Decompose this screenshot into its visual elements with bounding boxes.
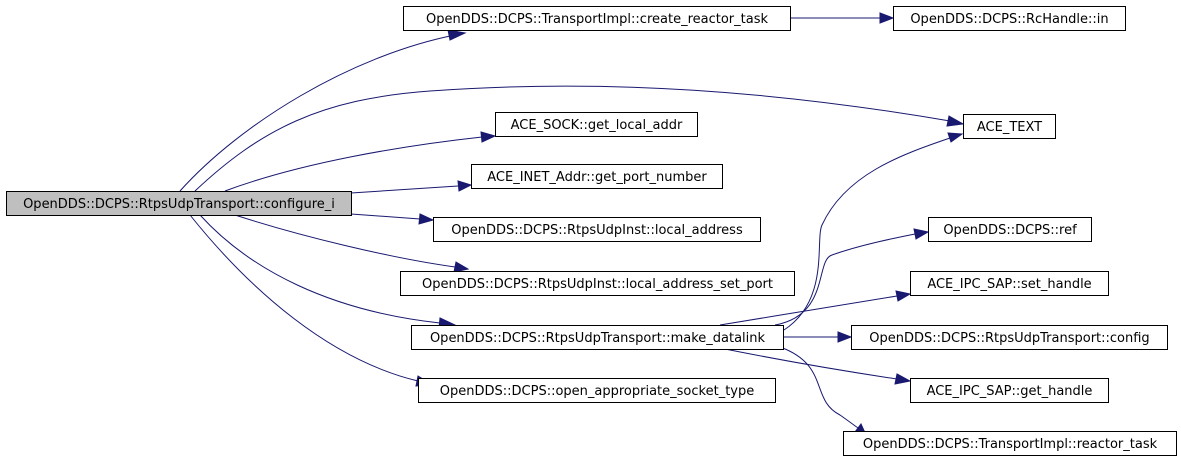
edge-arrowhead bbox=[418, 213, 435, 225]
edge-line bbox=[199, 214, 441, 324]
edge-configure_i-to-local_address bbox=[350, 213, 435, 225]
node-label: ACE_IPC_SAP::set_handle bbox=[927, 277, 1091, 292]
edge-arrowhead bbox=[879, 12, 895, 24]
edge-configure_i-to-ace_text bbox=[194, 85, 965, 192]
node-get-port-number[interactable]: ACE_INET_Addr::get_port_number bbox=[471, 164, 723, 189]
node-box[interactable] bbox=[963, 114, 1056, 139]
node-label: ACE_SOCK::get_local_addr bbox=[511, 118, 683, 133]
edge-arrowhead bbox=[913, 228, 930, 240]
node-create-reactor-task[interactable]: OpenDDS::DCPS::TransportImpl::create_rea… bbox=[403, 6, 791, 31]
node-make-datalink[interactable]: OpenDDS::DCPS::RtpsUdpTransport::make_da… bbox=[411, 325, 784, 350]
node-box[interactable] bbox=[400, 271, 795, 296]
edge-line bbox=[224, 136, 483, 192]
edge-arrowhead bbox=[457, 180, 473, 192]
node-ace-text[interactable]: ACE_TEXT bbox=[963, 114, 1056, 139]
node-box[interactable] bbox=[910, 271, 1109, 296]
node-local-address-set-port[interactable]: OpenDDS::DCPS::RtpsUdpInst::local_addres… bbox=[400, 271, 795, 296]
edge-arrowhead bbox=[946, 115, 965, 127]
node-box[interactable] bbox=[843, 431, 1177, 456]
edge-arrowhead bbox=[447, 29, 467, 41]
edge-arrowhead bbox=[894, 373, 912, 385]
call-graph-nodes: OpenDDS::DCPS::RtpsUdpTransport::configu… bbox=[6, 6, 1177, 456]
node-box[interactable] bbox=[403, 6, 791, 31]
edge-arrowhead bbox=[837, 331, 853, 343]
edge-line bbox=[724, 348, 898, 380]
edge-make_datalink-to-ace_text bbox=[783, 132, 964, 331]
node-set-handle[interactable]: ACE_IPC_SAP::set_handle bbox=[910, 271, 1109, 296]
edge-arrowhead bbox=[480, 131, 497, 143]
edge-line bbox=[719, 295, 898, 326]
node-label: OpenDDS::DCPS::RcHandle::in bbox=[910, 12, 1108, 27]
node-box[interactable] bbox=[471, 164, 723, 189]
node-box[interactable] bbox=[851, 325, 1168, 350]
edge-configure_i-to-get_port_number bbox=[350, 180, 473, 194]
edge-line bbox=[783, 137, 951, 331]
node-label: OpenDDS::DCPS::RtpsUdpTransport::configu… bbox=[23, 197, 335, 212]
node-open-appropriate-socket-type[interactable]: OpenDDS::DCPS::open_appropriate_socket_t… bbox=[418, 378, 776, 403]
node-get-local-addr[interactable]: ACE_SOCK::get_local_addr bbox=[495, 112, 698, 137]
node-box[interactable] bbox=[495, 112, 698, 137]
edge-line bbox=[179, 34, 456, 192]
node-box[interactable] bbox=[418, 378, 776, 403]
node-label: OpenDDS::DCPS::RtpsUdpTransport::config bbox=[869, 331, 1149, 346]
node-box[interactable] bbox=[928, 217, 1092, 242]
node-box[interactable] bbox=[6, 191, 352, 216]
node-label: OpenDDS::DCPS::RtpsUdpInst::local_addres… bbox=[451, 223, 743, 238]
edge-line bbox=[194, 85, 951, 192]
node-box[interactable] bbox=[411, 325, 784, 350]
edge-arrowhead bbox=[947, 132, 964, 143]
node-label: OpenDDS::DCPS::open_appropriate_socket_t… bbox=[440, 384, 754, 399]
node-rchandle-in[interactable]: OpenDDS::DCPS::RcHandle::in bbox=[893, 6, 1126, 31]
node-reactor-task[interactable]: OpenDDS::DCPS::TransportImpl::reactor_ta… bbox=[843, 431, 1177, 456]
node-get-handle[interactable]: ACE_IPC_SAP::get_handle bbox=[910, 378, 1109, 403]
node-config[interactable]: OpenDDS::DCPS::RtpsUdpTransport::config bbox=[851, 325, 1168, 350]
edge-line bbox=[779, 346, 859, 429]
node-configure-i[interactable]: OpenDDS::DCPS::RtpsUdpTransport::configu… bbox=[6, 191, 352, 216]
node-box[interactable] bbox=[893, 6, 1126, 31]
edge-line bbox=[774, 233, 916, 326]
node-ref[interactable]: OpenDDS::DCPS::ref bbox=[928, 217, 1092, 242]
call-graph-edges bbox=[179, 12, 965, 436]
node-label: OpenDDS::DCPS::TransportImpl::reactor_ta… bbox=[863, 437, 1158, 452]
edge-line bbox=[234, 214, 456, 268]
edge-line bbox=[189, 214, 419, 382]
edge-configure_i-to-local_address_set_port bbox=[234, 214, 470, 273]
edge-make_datalink-to-config bbox=[783, 331, 853, 343]
node-box[interactable] bbox=[910, 378, 1109, 403]
edge-configure_i-to-create_reactor_task bbox=[179, 29, 467, 192]
edge-configure_i-to-get_local_addr bbox=[224, 131, 497, 192]
edge-make_datalink-to-set_handle bbox=[719, 290, 912, 326]
edge-create_reactor_task-to-rchandle_in bbox=[790, 12, 895, 24]
node-label: OpenDDS::DCPS::TransportImpl::create_rea… bbox=[426, 12, 768, 27]
edge-make_datalink-to-get_handle bbox=[724, 348, 912, 385]
node-label: OpenDDS::DCPS::RtpsUdpTransport::make_da… bbox=[430, 331, 766, 346]
node-local-address[interactable]: OpenDDS::DCPS::RtpsUdpInst::local_addres… bbox=[433, 217, 761, 242]
edge-make_datalink-to-reactor_task bbox=[779, 346, 867, 436]
node-label: ACE_IPC_SAP::get_handle bbox=[927, 384, 1093, 399]
node-label: OpenDDS::DCPS::ref bbox=[943, 223, 1077, 238]
edge-line bbox=[350, 185, 459, 194]
edge-arrowhead bbox=[895, 290, 912, 302]
node-label: ACE_TEXT bbox=[977, 120, 1042, 135]
node-label: OpenDDS::DCPS::RtpsUdpInst::local_addres… bbox=[422, 277, 773, 292]
node-label: ACE_INET_Addr::get_port_number bbox=[487, 170, 707, 185]
edge-arrowhead bbox=[453, 261, 470, 273]
edge-line bbox=[350, 213, 421, 220]
edge-make_datalink-to-ref bbox=[774, 228, 930, 326]
node-box[interactable] bbox=[433, 217, 761, 242]
